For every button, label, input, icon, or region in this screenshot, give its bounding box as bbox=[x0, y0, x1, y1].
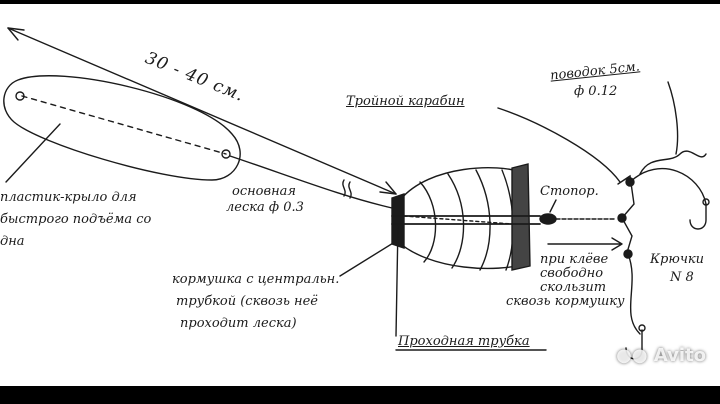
hook-upper bbox=[689, 203, 707, 230]
leader-top bbox=[629, 167, 707, 205]
line-break-mark bbox=[342, 179, 352, 199]
wing-eyelet-left bbox=[15, 91, 25, 101]
wing-label-line2: быстрого подъёма со bbox=[0, 212, 152, 227]
hook-upper-eye bbox=[702, 198, 710, 206]
feeder-cap-right bbox=[511, 163, 531, 271]
hook-lower bbox=[625, 329, 643, 360]
leader-wiggle bbox=[639, 150, 707, 175]
slide-label-1: при клёве bbox=[540, 252, 609, 267]
through-tube bbox=[391, 215, 541, 225]
tube-label: Проходная трубка bbox=[398, 334, 530, 349]
slide-label-4: сквозь кормушку bbox=[506, 294, 625, 309]
wing-label-line1: пластик-крыло для bbox=[0, 190, 137, 205]
feeder-cap-left bbox=[391, 193, 405, 249]
swivel-ring-mid bbox=[617, 213, 627, 223]
main-line-label-1: основная bbox=[232, 184, 296, 199]
stopper-bead bbox=[539, 213, 557, 225]
rig-diagram bbox=[3, 27, 710, 360]
slide-label-2: свободно bbox=[540, 266, 604, 281]
avito-watermark-text: Avito bbox=[653, 345, 706, 366]
wing-label-line3: дна bbox=[0, 234, 25, 249]
feeder-label-2: трубкой (сквозь неё bbox=[176, 294, 318, 309]
distance-arrow bbox=[7, 27, 397, 195]
distance-arrow-head-right bbox=[379, 181, 397, 195]
swivel-pointer bbox=[497, 107, 621, 183]
hook-lower-eye bbox=[638, 324, 646, 332]
leader-pointer bbox=[667, 81, 679, 155]
avito-watermark: ●● Avito bbox=[616, 345, 706, 366]
hooks-label-2: N 8 bbox=[670, 270, 694, 285]
slide-label-3: скользит bbox=[540, 280, 607, 295]
swivel-label: Тройной карабин bbox=[346, 94, 465, 109]
stopper-label: Стопор. bbox=[540, 184, 599, 199]
wing-eyelet-right bbox=[221, 149, 231, 159]
leader-label-2: ф 0.12 bbox=[574, 84, 618, 99]
feeder-rib bbox=[475, 169, 491, 271]
distance-arrow-head-left bbox=[7, 27, 25, 41]
wing-pointer bbox=[5, 123, 61, 183]
hooks-label-1: Крючки bbox=[650, 252, 705, 267]
plastic-wing bbox=[3, 75, 241, 181]
main-line bbox=[229, 155, 393, 209]
feeder-rib bbox=[447, 173, 465, 269]
triple-swivel bbox=[617, 174, 635, 257]
leader-bottom bbox=[627, 253, 641, 335]
feeder-pointer bbox=[339, 239, 399, 277]
wing-dashed-line bbox=[21, 95, 227, 155]
main-line-label-2: леска ф 0.3 bbox=[226, 200, 304, 215]
drawing-paper: 30 - 40 см. пластик-крыло для быстрого п… bbox=[0, 4, 720, 386]
avito-logo-icon: ●● bbox=[616, 345, 654, 366]
stopper-pointer bbox=[549, 199, 557, 213]
through-tube-hatch bbox=[403, 215, 513, 225]
tube-pointer bbox=[395, 223, 399, 337]
feeder-label-3: проходит леска) bbox=[180, 316, 297, 331]
feeder-rib bbox=[419, 181, 437, 263]
slide-arrow bbox=[547, 237, 623, 251]
feeder-label-1: кормушка с центральн. bbox=[172, 272, 340, 287]
